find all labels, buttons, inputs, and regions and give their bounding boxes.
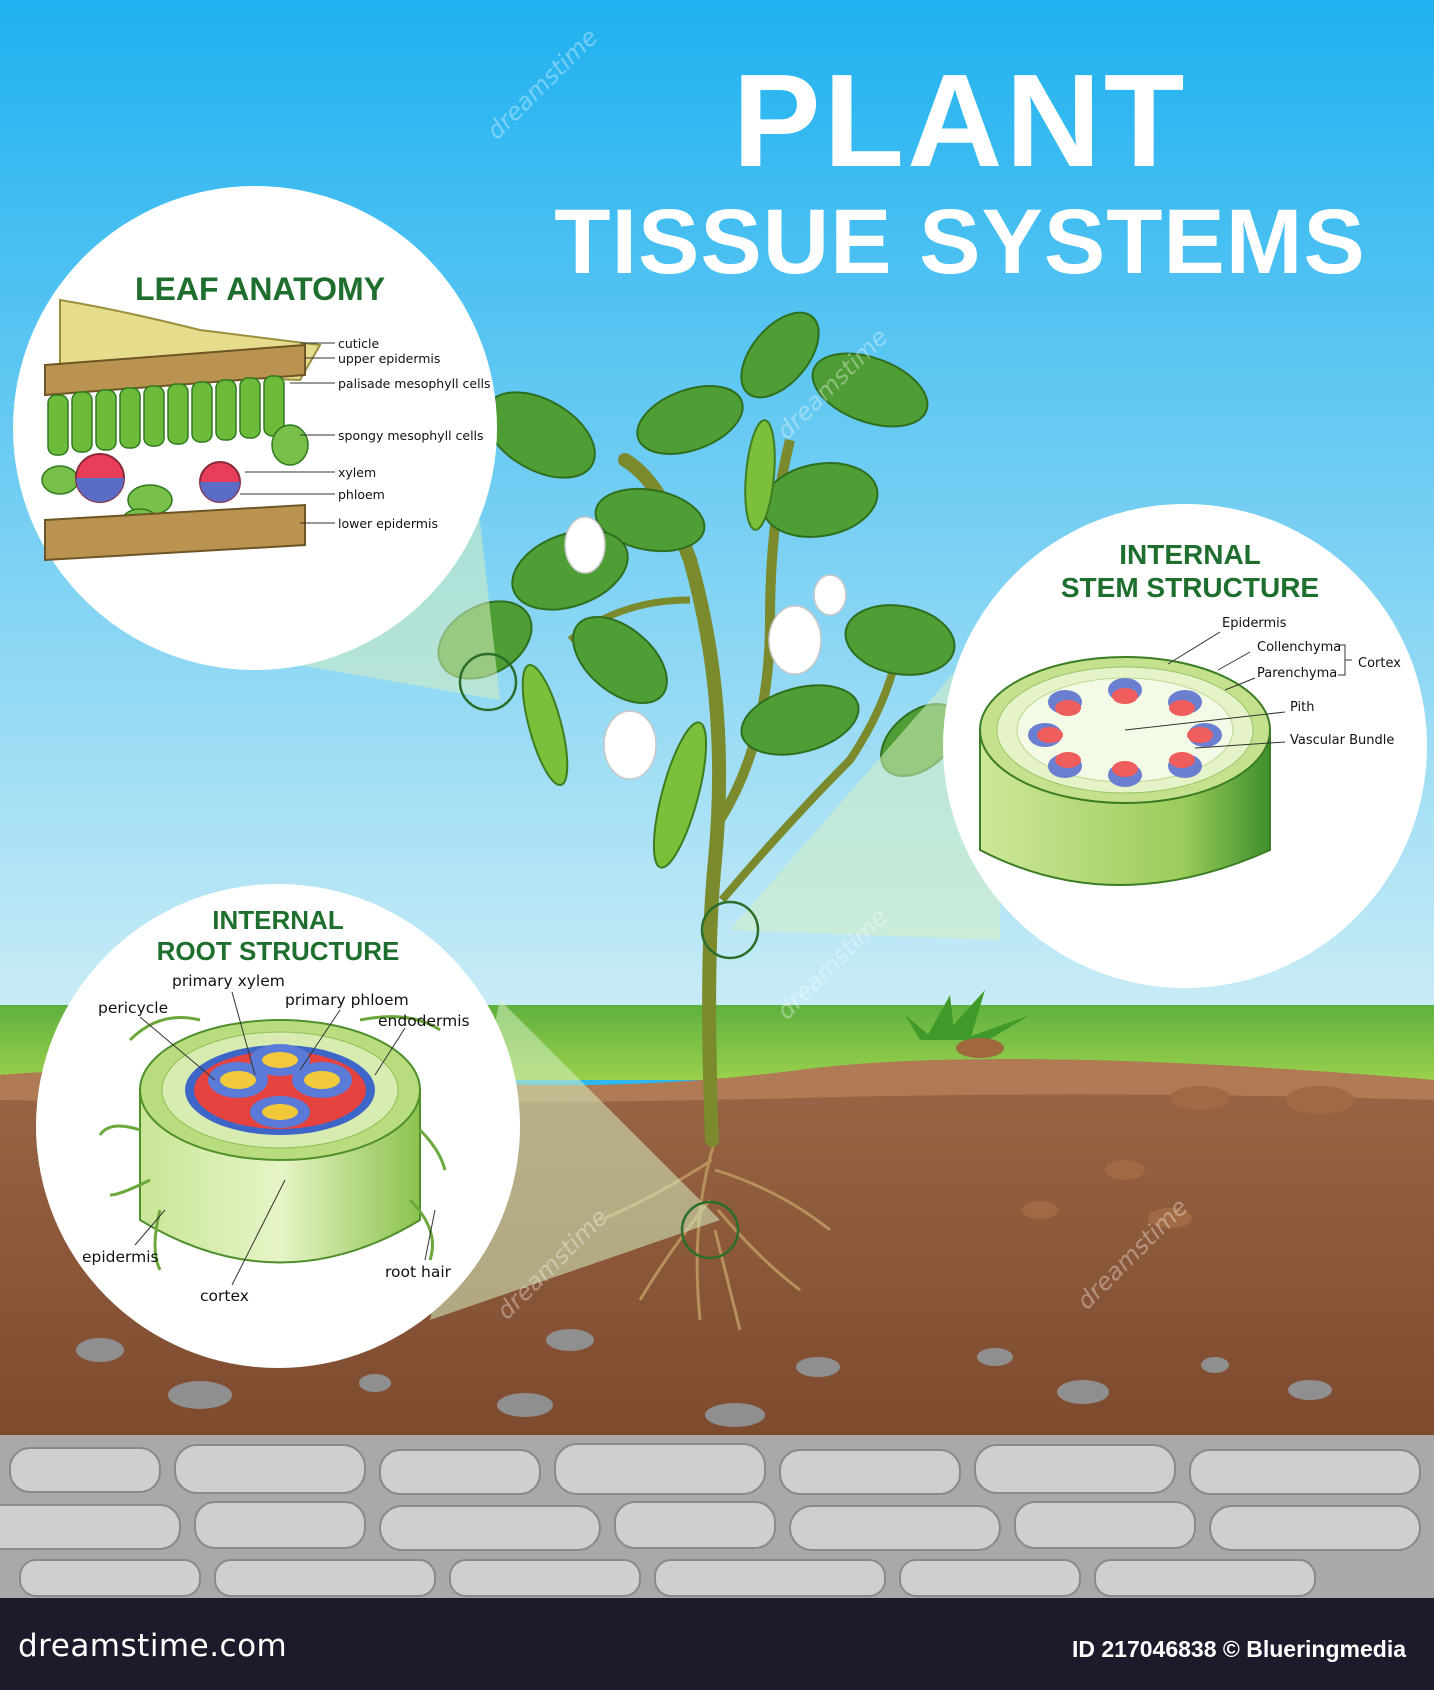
stem-zoom-marker bbox=[700, 900, 760, 960]
white-flowers bbox=[564, 516, 847, 780]
stem-label-pith: Pith bbox=[1290, 700, 1315, 715]
root-label-cortex: cortex bbox=[200, 1287, 249, 1305]
root-label-primary-phloem: primary phloem bbox=[285, 991, 409, 1009]
vascular-bundles bbox=[1028, 678, 1222, 787]
root-leader-lines bbox=[134, 991, 436, 1286]
root-zoom-marker bbox=[680, 1200, 740, 1260]
root-title-line2: ROOT STRUCTURE bbox=[156, 936, 400, 966]
root-label-pericycle: pericycle bbox=[98, 999, 169, 1017]
root-title-line1: INTERNAL bbox=[212, 905, 344, 935]
root-label-root-hair: root hair bbox=[385, 1263, 452, 1281]
main-title-line2: TISSUE SYSTEMS bbox=[554, 191, 1366, 293]
footer-bar bbox=[0, 1598, 1434, 1690]
root-label-endodermis: endodermis bbox=[378, 1012, 470, 1030]
stem-zoom-cone bbox=[730, 620, 1000, 940]
stem-cylinder-illustration bbox=[979, 656, 1271, 886]
branch-lower-right bbox=[718, 639, 904, 903]
footer-credit: ID 217046838 © Blueringmedia bbox=[1072, 1636, 1406, 1662]
leaf-label-upper-epidermis: upper epidermis bbox=[338, 351, 441, 366]
leaf-zoom-marker bbox=[458, 652, 518, 712]
leaf-label-cuticle: cuticle bbox=[338, 336, 380, 351]
main-title-line1: PLANT bbox=[732, 47, 1188, 194]
stem-title-line2: STEM STRUCTURE bbox=[1060, 572, 1320, 603]
stem-label-epidermis: Epidermis bbox=[1222, 616, 1287, 631]
stem-label-vascular-bundle: Vascular Bundle bbox=[1290, 733, 1395, 748]
stone-blocks bbox=[0, 1443, 1421, 1597]
leaf-label-palisade: palisade mesophyll cells bbox=[338, 376, 491, 391]
soil-clods bbox=[1022, 1086, 1354, 1228]
root-hairs bbox=[98, 1015, 447, 1271]
stem-label-collenchyma: Collenchyma bbox=[1257, 640, 1342, 655]
leaf-label-lower-epidermis: lower epidermis bbox=[338, 516, 438, 531]
leaf-cross-section-illustration bbox=[41, 298, 322, 562]
root-label-epidermis: epidermis bbox=[82, 1248, 159, 1266]
stem-label-cortex: Cortex bbox=[1358, 656, 1401, 671]
leaf-label-spongy: spongy mesophyll cells bbox=[338, 428, 484, 443]
footer-brand: dreamstime.com bbox=[18, 1628, 288, 1664]
leaf-label-phloem: phloem bbox=[338, 487, 385, 502]
root-label-primary-xylem: primary xylem bbox=[172, 972, 285, 990]
grass-tuft bbox=[905, 990, 1030, 1058]
stem-leader-lines bbox=[1124, 631, 1352, 749]
stem-label-parenchyma: Parenchyma bbox=[1257, 666, 1338, 681]
pea-pods bbox=[521, 419, 776, 869]
stem-title-line1: INTERNAL bbox=[1119, 539, 1261, 570]
leaf-anatomy-title: LEAF ANATOMY bbox=[134, 271, 386, 307]
leaf-label-xylem: xylem bbox=[338, 465, 377, 480]
root-cylinder-illustration bbox=[98, 1015, 447, 1271]
leaf-leader-lines bbox=[240, 342, 335, 524]
soil-pebbles bbox=[76, 1329, 1332, 1427]
